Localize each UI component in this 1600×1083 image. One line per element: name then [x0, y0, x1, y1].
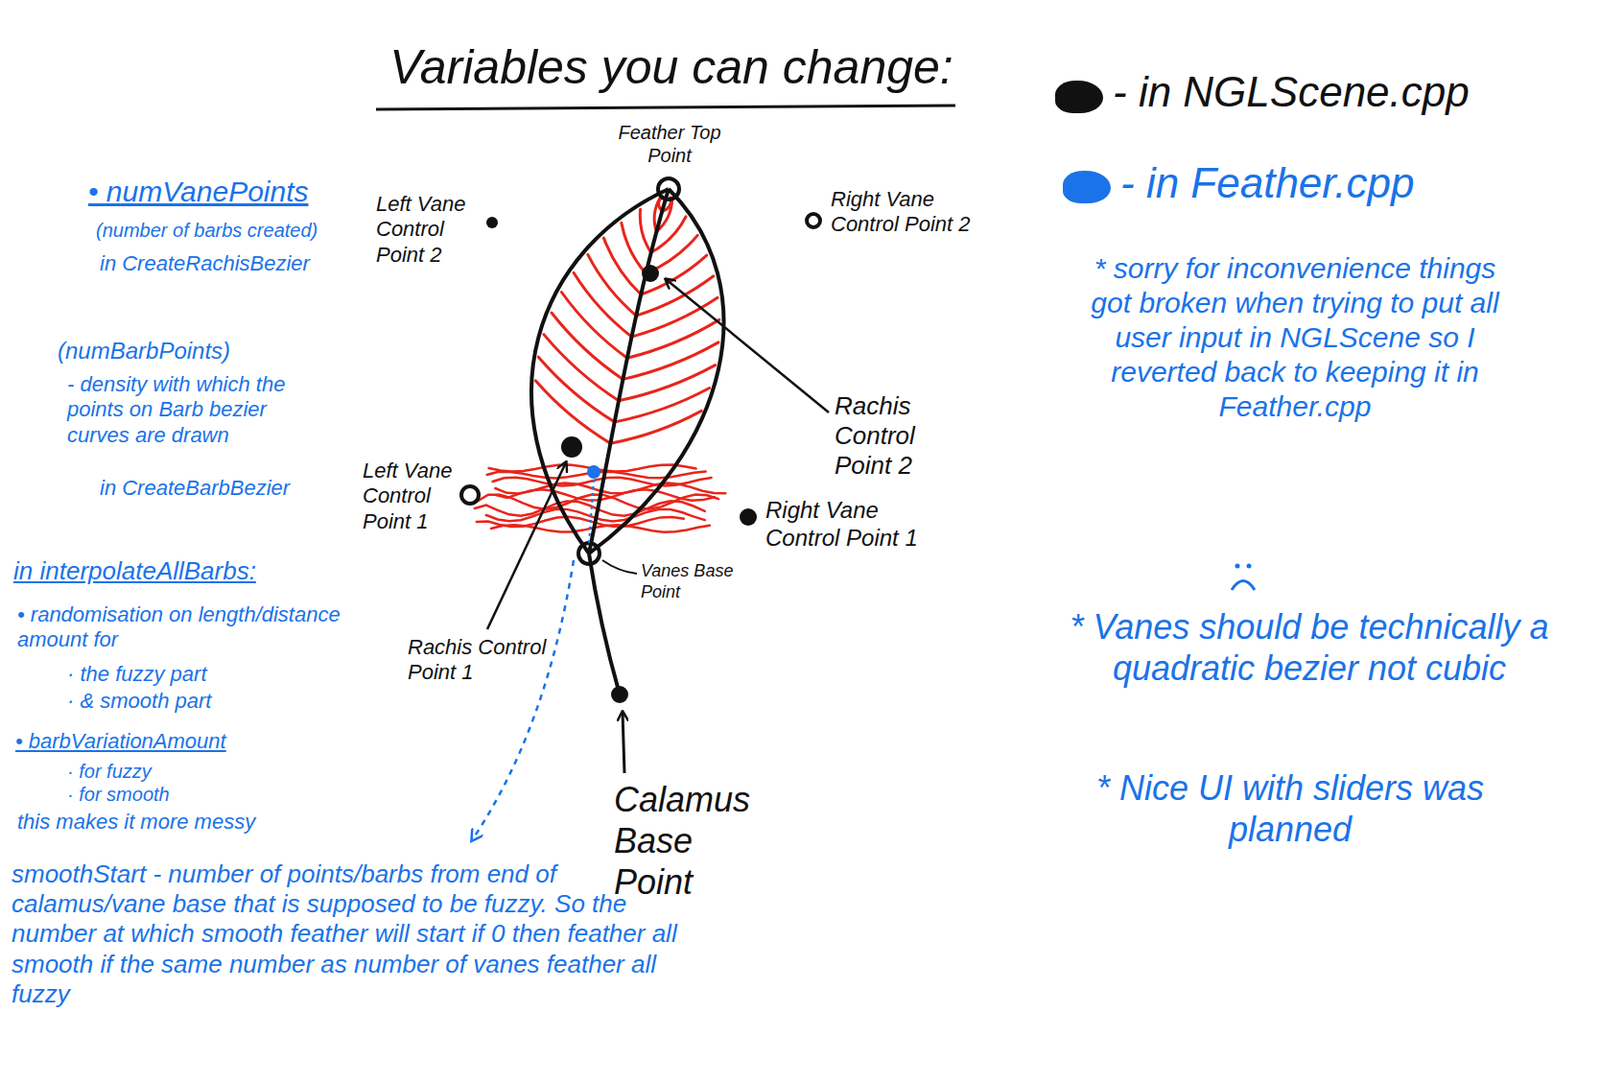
dotted-leader [588, 479, 594, 543]
feather-label: Rachis Control Point 2 [834, 391, 950, 482]
section-heading: in interpolateAllBarbs: [13, 556, 330, 587]
note: · for smooth [67, 782, 259, 806]
leader-arrow [665, 279, 829, 413]
control-point [739, 508, 757, 526]
legend-swatch [1062, 170, 1111, 204]
title: Variables you can change: [374, 38, 969, 96]
note: this makes it more messy [17, 809, 306, 835]
barb [610, 410, 702, 444]
note: * sorry for inconvenience things got bro… [1083, 251, 1506, 424]
control-point [486, 216, 498, 229]
note: * Nice UI with sliders was planned [1059, 767, 1521, 850]
note: · & smooth part [67, 688, 279, 714]
right-vane [588, 188, 725, 554]
feather-label: Calamus Base Point [613, 778, 768, 904]
control-point [461, 486, 479, 504]
leader-line [602, 560, 637, 574]
feather-label: Feather Top Point [602, 120, 737, 167]
title-underline [376, 105, 956, 110]
barb [491, 524, 710, 533]
feather-label: Left Vane Control Point 2 [376, 191, 482, 268]
barb [632, 297, 719, 337]
sad-face [1231, 564, 1255, 591]
barbs [474, 196, 727, 533]
note: · for fuzzy [67, 759, 259, 783]
note: * Vanes should be technically a quadrati… [1059, 606, 1559, 689]
variable-name: • numVanePoints [88, 174, 357, 210]
note: in CreateRachisBezier [99, 251, 340, 277]
rachis [588, 188, 669, 554]
barb [639, 209, 651, 253]
control-point [561, 436, 583, 458]
note: - density with which the points on Barb … [67, 372, 307, 448]
control-point [611, 685, 629, 704]
feather-label: Rachis Control Point 1 [407, 635, 581, 686]
barb [603, 237, 641, 295]
calamus [588, 553, 620, 695]
feather-label: Left Vane Control Point 1 [362, 458, 459, 535]
barb [614, 388, 710, 423]
control-point [641, 264, 659, 283]
barb [627, 319, 720, 358]
note: in CreateBarbBezier [99, 475, 340, 501]
legend-text: - in NGLScene.cpp [1112, 67, 1470, 118]
leader-arrow [622, 711, 625, 774]
barb [622, 342, 719, 380]
note: · the fuzzy part [67, 661, 279, 687]
variable-name: • barbVariationAmount [15, 729, 294, 754]
feather-label: Right Vane Control Point 1 [765, 496, 958, 553]
note: smoothStart - number of points/barbs fro… [11, 859, 683, 1010]
control-point [658, 178, 680, 200]
note: • randomisation on length/distance amoun… [17, 602, 344, 654]
leader-arrow [487, 462, 566, 630]
barb [588, 254, 636, 316]
feather-label: Vanes Base Point [640, 561, 747, 603]
legend-swatch [1055, 80, 1104, 114]
note: (number of barbs created) [95, 218, 327, 242]
feather-label: Right Vane Control Point 2 [830, 187, 999, 238]
barb [618, 365, 716, 401]
dashed-arrow [471, 560, 574, 841]
legend-text: - in Feather.cpp [1120, 158, 1415, 210]
control-point [578, 542, 600, 565]
variable-name: (numBarbPoints) [57, 337, 279, 366]
smooth-start-point [587, 465, 601, 479]
control-point [806, 213, 821, 228]
